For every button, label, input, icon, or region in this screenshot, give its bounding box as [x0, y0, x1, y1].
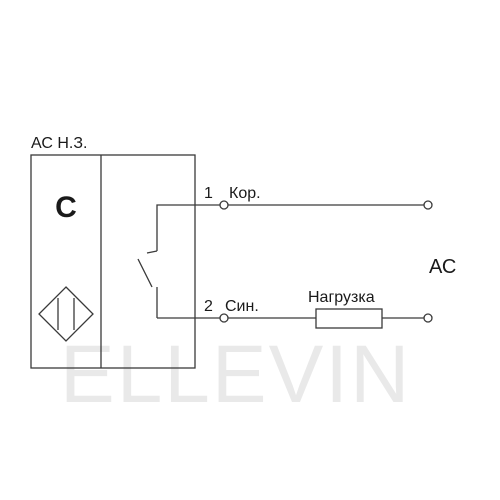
supply-label: АС: [429, 256, 456, 278]
terminal-2: [219, 313, 229, 323]
supply-terminal-1: [423, 200, 433, 210]
terminal-2-number: 2: [204, 298, 213, 315]
normally-closed-switch-icon: [137, 204, 220, 319]
sensor-type-label: АС Н.З.: [31, 135, 87, 152]
sensor-symbol-letter: C: [55, 191, 77, 224]
terminal-2-wire-label: Син.: [225, 298, 259, 315]
load-label: Нагрузка: [308, 289, 375, 306]
terminal-1-wire-label: Кор.: [229, 185, 261, 202]
sensor-housing: [30, 154, 196, 369]
watermark-text: ELLEVIN: [60, 329, 411, 420]
terminal-1-number: 1: [204, 185, 213, 202]
capacitive-sensor-icon: [38, 286, 94, 342]
supply-terminal-2: [423, 313, 433, 323]
terminal-1: [219, 200, 229, 210]
load-resistor-icon: [315, 308, 383, 329]
